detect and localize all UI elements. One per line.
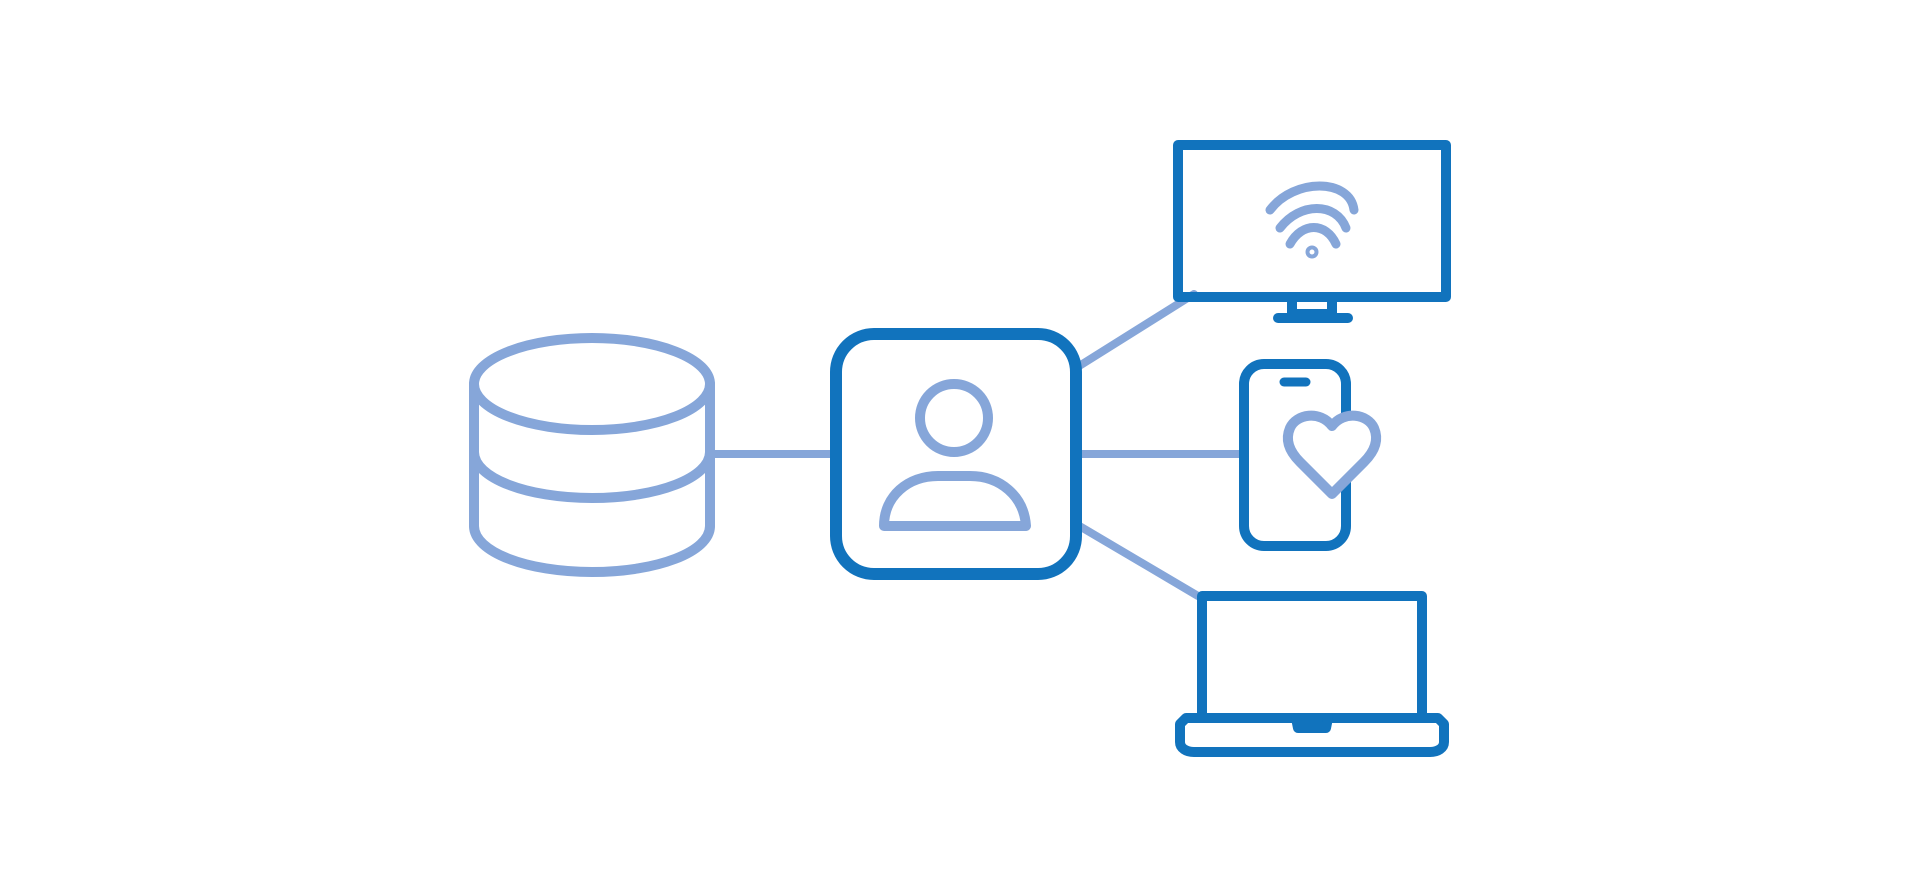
tv-frame (1173, 140, 1451, 323)
user-profile-card (830, 328, 1082, 580)
connectors (706, 290, 1248, 600)
wifi-icon (1265, 181, 1359, 259)
connector-user-to-laptop (1072, 520, 1202, 600)
database-icon (469, 333, 715, 577)
smartphone-heart-icon (1239, 359, 1382, 551)
user-profile-icon (879, 379, 1031, 531)
smart-tv-wifi-icon (1173, 140, 1451, 323)
heart-icon (1282, 410, 1382, 499)
laptop-icon (1175, 591, 1449, 757)
connector-user-to-tv (1072, 290, 1198, 372)
